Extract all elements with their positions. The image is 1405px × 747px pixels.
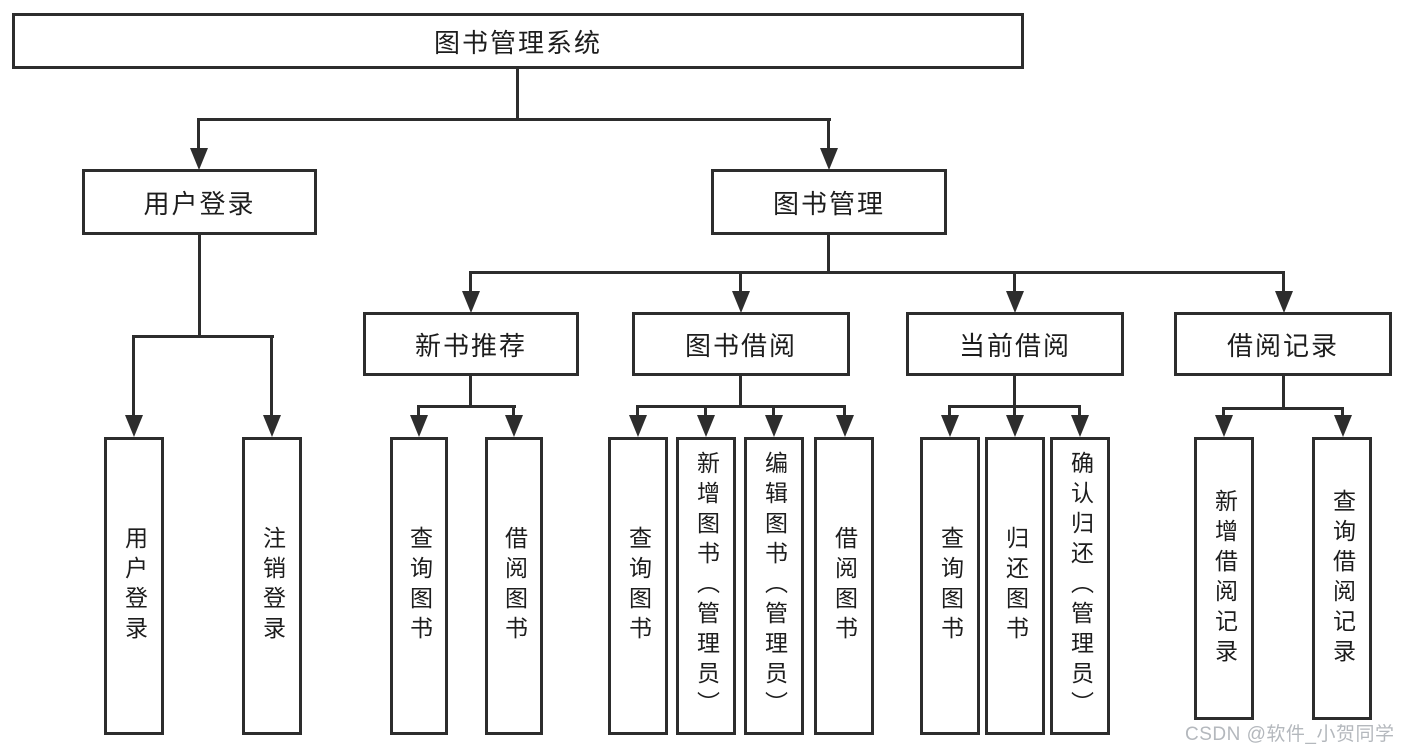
leaf-label: 用户登录	[121, 526, 148, 646]
leaf-label: 借阅图书	[831, 526, 858, 646]
connector-line	[1341, 407, 1344, 418]
node-borrowing-records: 借阅记录	[1174, 312, 1392, 376]
node-library-management-system: 图书管理系统	[12, 13, 1024, 69]
arrowhead-down-icon	[1006, 291, 1024, 313]
connector-line	[469, 271, 1285, 274]
connector-line	[636, 405, 639, 418]
connector-line	[197, 118, 200, 150]
connector-line	[1282, 376, 1285, 409]
leaf-label: 确认归还（管理员）	[1067, 451, 1094, 721]
arrowhead-down-icon	[190, 148, 208, 170]
arrowhead-down-icon	[410, 415, 428, 437]
node-new-book-recommendation: 新书推荐	[363, 312, 579, 376]
arrowhead-down-icon	[765, 415, 783, 437]
arrowhead-down-icon	[941, 415, 959, 437]
connector-line	[1222, 407, 1225, 418]
node-label: 用户登录	[143, 188, 256, 219]
leaf-label: 注销登录	[259, 526, 286, 646]
node-label: 借阅记录	[1226, 330, 1339, 361]
leaf-label: 新增借阅记录	[1211, 488, 1238, 669]
connector-line	[469, 271, 472, 293]
leaf-label: 查询图书	[937, 526, 964, 646]
node-user-login: 用户登录	[82, 169, 317, 235]
arrowhead-down-icon	[1334, 415, 1352, 437]
arrowhead-down-icon	[629, 415, 647, 437]
connector-line	[198, 235, 201, 336]
connector-line	[417, 405, 516, 408]
connector-line	[132, 335, 135, 417]
connector-line	[843, 405, 846, 418]
leaf-label: 查询图书	[625, 526, 652, 646]
arrowhead-down-icon	[263, 415, 281, 437]
connector-line	[512, 405, 515, 418]
node-label: 当前借阅	[958, 330, 1071, 361]
arrowhead-down-icon	[462, 291, 480, 313]
connector-line	[417, 405, 420, 418]
leaf-add-books-admin: 新增图书（管理员）	[676, 437, 736, 735]
leaf-user-login: 用户登录	[104, 437, 164, 735]
connector-line	[948, 405, 951, 418]
connector-line	[132, 335, 274, 338]
connector-line	[1222, 407, 1344, 410]
connector-line	[636, 405, 846, 408]
node-book-borrowing: 图书借阅	[632, 312, 850, 376]
connector-line	[1013, 376, 1016, 407]
leaf-query-books-current: 查询图书	[920, 437, 980, 735]
connector-line	[772, 405, 775, 418]
leaf-return-books: 归还图书	[985, 437, 1045, 735]
leaf-borrow-books-recommend: 借阅图书	[485, 437, 543, 735]
arrowhead-down-icon	[1006, 415, 1024, 437]
leaf-logout: 注销登录	[242, 437, 302, 735]
leaf-query-books-borrowing: 查询图书	[608, 437, 668, 735]
connector-line	[197, 118, 831, 121]
connector-line	[1282, 271, 1285, 293]
arrowhead-down-icon	[1215, 415, 1233, 437]
connector-line	[827, 235, 830, 273]
node-current-borrowing: 当前借阅	[906, 312, 1124, 376]
node-label: 新书推荐	[414, 330, 527, 361]
connector-line	[704, 405, 707, 418]
watermark: CSDN @软件_小贺同学	[1185, 724, 1395, 745]
arrowhead-down-icon	[732, 291, 750, 313]
node-book-management: 图书管理	[711, 169, 947, 235]
leaf-query-books-recommend: 查询图书	[390, 437, 448, 735]
arrowhead-down-icon	[125, 415, 143, 437]
arrowhead-down-icon	[1071, 415, 1089, 437]
connector-line	[1078, 405, 1081, 418]
arrowhead-down-icon	[836, 415, 854, 437]
connector-line	[516, 69, 519, 119]
arrowhead-down-icon	[1275, 291, 1293, 313]
connector-line	[1013, 405, 1016, 418]
leaf-label: 新增图书（管理员）	[693, 451, 720, 721]
leaf-borrow-books-borrowing: 借阅图书	[814, 437, 874, 735]
leaf-edit-books-admin: 编辑图书（管理员）	[744, 437, 804, 735]
connector-line	[469, 376, 472, 407]
connector-line	[270, 335, 273, 417]
leaf-label: 编辑图书（管理员）	[761, 451, 788, 721]
arrowhead-down-icon	[697, 415, 715, 437]
node-label: 图书借阅	[684, 330, 797, 361]
leaf-query-borrow-record: 查询借阅记录	[1312, 437, 1372, 720]
connector-line	[739, 271, 742, 293]
leaf-label: 归还图书	[1002, 526, 1029, 646]
arrowhead-down-icon	[505, 415, 523, 437]
node-label: 图书管理	[772, 188, 885, 219]
leaf-label: 借阅图书	[501, 526, 528, 646]
leaf-label: 查询图书	[406, 526, 433, 646]
connector-line	[739, 376, 742, 407]
leaf-label: 查询借阅记录	[1329, 488, 1356, 669]
node-label: 图书管理系统	[433, 27, 602, 58]
connector-line	[1013, 271, 1016, 293]
leaf-add-borrow-record: 新增借阅记录	[1194, 437, 1254, 720]
arrowhead-down-icon	[820, 148, 838, 170]
connector-line	[827, 118, 830, 150]
leaf-confirm-return-admin: 确认归还（管理员）	[1050, 437, 1110, 735]
